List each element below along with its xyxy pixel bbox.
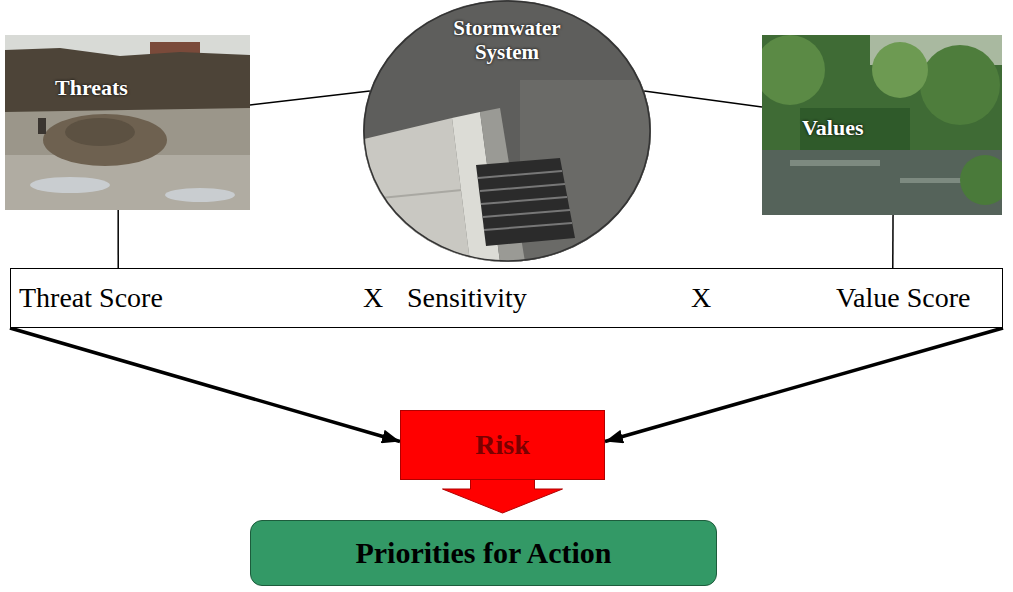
- puddle: [165, 188, 235, 202]
- soil-mound: [43, 114, 167, 166]
- formula-term: X: [691, 282, 711, 314]
- figure: [38, 118, 46, 134]
- stormwater-circle: Stormwater System: [363, 0, 651, 262]
- flow-arrow: [605, 328, 1003, 442]
- connector-line: [250, 91, 370, 105]
- ground: [5, 35, 250, 210]
- bush: [960, 155, 1002, 205]
- pavement-joint: [360, 190, 462, 200]
- risk-formula-band: Threat Score X Sensitivity X Value Score: [10, 268, 1003, 328]
- grate-bars: [478, 171, 572, 230]
- formula-term: Threat Score: [19, 282, 163, 314]
- connector-line: [892, 215, 894, 268]
- pavement: [360, 118, 470, 262]
- node-label: Threats: [55, 75, 250, 100]
- connector-line: [644, 91, 762, 107]
- formula-term: Sensitivity: [407, 282, 527, 314]
- puddle: [30, 177, 110, 193]
- flow-arrow: [10, 328, 400, 442]
- threat-photo-art: [5, 35, 250, 210]
- threat-photo: Threats: [5, 35, 250, 210]
- stormwater-photo-art: [360, 0, 655, 265]
- node-label: Priorities for Action: [355, 536, 611, 571]
- node-label: Stormwater System: [432, 16, 582, 64]
- node-label: Risk: [475, 429, 529, 461]
- formula-term: Value Score: [836, 282, 971, 314]
- drain-grate: [476, 158, 575, 246]
- tree: [920, 45, 1000, 125]
- tree: [762, 35, 825, 105]
- values-photo: Values: [762, 35, 1002, 215]
- fence-trees: [5, 48, 250, 112]
- risk-box: Risk: [400, 410, 605, 480]
- connector-line: [117, 210, 119, 268]
- soil-mound: [65, 118, 135, 146]
- asphalt: [360, 0, 655, 265]
- tree: [872, 42, 928, 98]
- reflection: [900, 178, 970, 183]
- values-photo-art: [762, 35, 1002, 215]
- node-label: Values: [802, 115, 1002, 140]
- block-arrow: [443, 478, 563, 513]
- circle-outline: [364, 1, 650, 261]
- action-box: Priorities for Action: [250, 520, 717, 586]
- formula-term: X: [363, 282, 383, 314]
- reflection: [790, 160, 880, 166]
